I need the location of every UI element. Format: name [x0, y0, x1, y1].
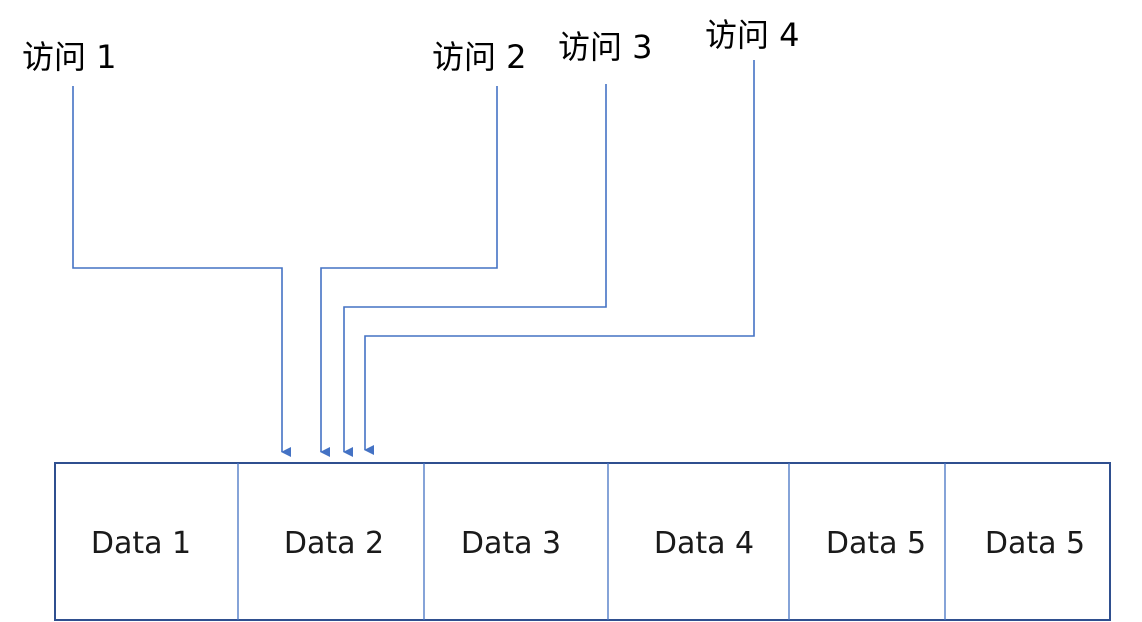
- access-label-3: 访问 3: [558, 28, 653, 66]
- access-3-connector: [343, 84, 607, 457]
- access-label-4: 访问 4: [705, 16, 800, 54]
- access-2-connector: [320, 86, 498, 457]
- access-label-2: 访问 2: [432, 38, 527, 76]
- cell-label-2: Data 2: [284, 526, 384, 561]
- cell-label-3: Data 3: [461, 526, 561, 561]
- access-label-1: 访问 1: [22, 38, 117, 76]
- cell-label-4: Data 4: [654, 526, 754, 561]
- access-1-connector: [72, 86, 291, 457]
- cell-label-1: Data 1: [91, 526, 191, 561]
- memory-array: [54, 462, 1111, 621]
- access-4-connector: [364, 60, 755, 455]
- cell-label-5: Data 5: [826, 526, 926, 561]
- cell-label-6: Data 5: [985, 526, 1085, 561]
